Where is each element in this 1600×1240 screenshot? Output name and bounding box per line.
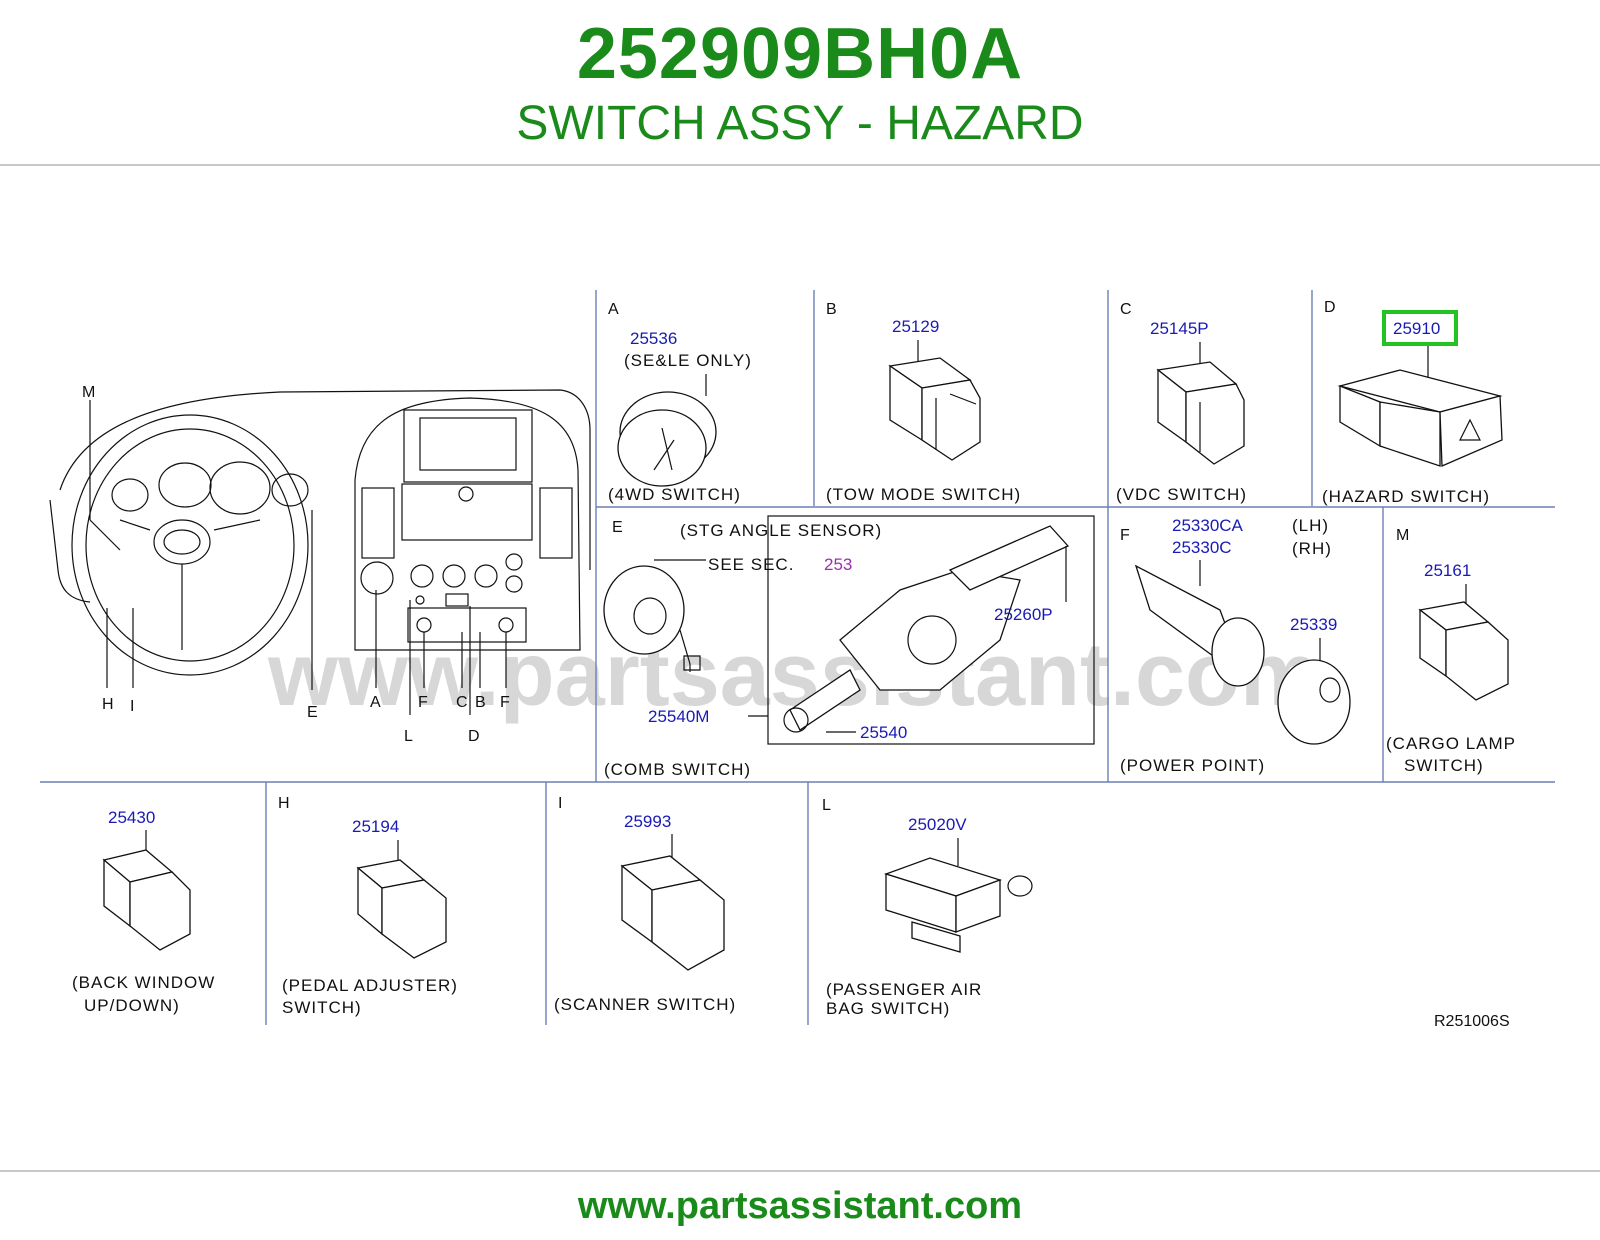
power-point-socket-illustration [1134, 564, 1265, 687]
4wd-switch-illustration [617, 391, 717, 487]
passenger-air-bag-switch-illustration [883, 857, 1033, 953]
overview-label-e: E [307, 704, 318, 721]
part-25540m[interactable]: 25540M [648, 707, 709, 726]
section-a-letter: A [608, 301, 619, 318]
part-25145p[interactable]: 25145P [1150, 319, 1209, 338]
section-d-caption: (HAZARD SWITCH) [1322, 487, 1490, 506]
section-c-caption: (VDC SWITCH) [1116, 485, 1247, 504]
part-25194[interactable]: 25194 [352, 817, 399, 836]
pedal-adjuster-switch-illustration [356, 859, 447, 959]
overview-label-l: L [404, 728, 413, 745]
section-l-caption-2: BAG SWITCH) [826, 999, 950, 1018]
part-25020v[interactable]: 25020V [908, 815, 967, 834]
part-25910[interactable]: 25910 [1393, 319, 1440, 338]
overview-label-f: F [418, 694, 428, 711]
page-header: 252909BH0A SWITCH ASSY - HAZARD [0, 0, 1600, 168]
parts-diagram: www.partsassistant.com [40, 290, 1555, 1030]
back-window-switch-illustration [102, 849, 191, 951]
part-25260p[interactable]: 25260P [994, 605, 1053, 624]
overview-label-c: C [456, 694, 468, 711]
section-f-letter: F [1120, 527, 1130, 544]
part-25993[interactable]: 25993 [624, 812, 671, 831]
overview-label-a: A [370, 694, 381, 711]
section-a-caption: (4WD SWITCH) [608, 485, 741, 504]
section-i-caption: (SCANNER SWITCH) [554, 995, 736, 1014]
section-e-caption: (COMB SWITCH) [604, 760, 751, 779]
comb-switch-illustration [783, 525, 1070, 733]
section-g-caption-1: (BACK WINDOW [72, 973, 215, 992]
dashboard-overview [49, 389, 591, 715]
overview-label-d: D [468, 728, 480, 745]
section-h-caption-2: SWITCH) [282, 998, 362, 1017]
overview-label-b: B [475, 694, 486, 711]
overview-label-f: F [500, 694, 510, 711]
scanner-switch-illustration [620, 855, 725, 971]
figure-code: R251006S [1434, 1013, 1510, 1030]
vdc-switch-illustration [1156, 361, 1245, 465]
part-25430[interactable]: 25430 [108, 808, 155, 827]
side-lh: (LH) [1292, 516, 1329, 535]
part-number-title: 252909BH0A [576, 14, 1024, 94]
footer-divider [0, 1170, 1600, 1172]
section-g-caption-2: UP/DOWN) [84, 996, 180, 1015]
section-c-letter: C [1120, 301, 1132, 318]
header-divider [0, 164, 1600, 166]
overview-label-h: H [102, 696, 114, 713]
see-section-label: SEE SEC. [708, 555, 794, 574]
section-h-letter: H [278, 795, 290, 812]
part-name-subtitle: SWITCH ASSY - HAZARD [516, 97, 1084, 150]
hazard-switch-illustration [1337, 369, 1503, 467]
section-m-caption-1: (CARGO LAMP [1386, 734, 1516, 753]
comb-switch-frame [767, 515, 1095, 745]
section-ref-253[interactable]: 253 [824, 555, 852, 574]
overview-label-i: I [130, 698, 134, 715]
section-a-note: (SE&LE ONLY) [624, 351, 752, 370]
section-h-caption-1: (PEDAL ADJUSTER) [282, 976, 458, 995]
part-25540[interactable]: 25540 [860, 723, 907, 742]
power-point-cap-illustration [1277, 659, 1351, 745]
tow-mode-switch-illustration [888, 357, 981, 461]
section-e-letter: E [612, 519, 623, 536]
side-rh: (RH) [1292, 539, 1332, 558]
section-m-caption-2: SWITCH) [1404, 756, 1484, 775]
highlight-box [1382, 310, 1458, 346]
part-25330c[interactable]: 25330C [1172, 538, 1232, 557]
section-b-letter: B [826, 301, 837, 318]
cargo-lamp-switch-illustration [1418, 601, 1509, 701]
part-25536[interactable]: 25536 [630, 329, 677, 348]
section-i-letter: I [558, 795, 562, 812]
overview-label-m: M [82, 384, 95, 401]
section-l-caption-1: (PASSENGER AIR [826, 980, 982, 999]
part-25161[interactable]: 25161 [1424, 561, 1471, 580]
section-f-caption: (POWER POINT) [1120, 756, 1265, 775]
part-25339[interactable]: 25339 [1290, 615, 1337, 634]
section-d-letter: D [1324, 299, 1336, 316]
section-e-note: (STG ANGLE SENSOR) [680, 521, 882, 540]
footer-url[interactable]: www.partsassistant.com [577, 1185, 1023, 1227]
part-25129[interactable]: 25129 [892, 317, 939, 336]
part-25330ca[interactable]: 25330CA [1172, 516, 1244, 535]
steering-angle-sensor-illustration [603, 565, 701, 672]
section-l-letter: L [822, 797, 831, 814]
section-m-letter: M [1396, 527, 1409, 544]
section-b-caption: (TOW MODE SWITCH) [826, 485, 1021, 504]
